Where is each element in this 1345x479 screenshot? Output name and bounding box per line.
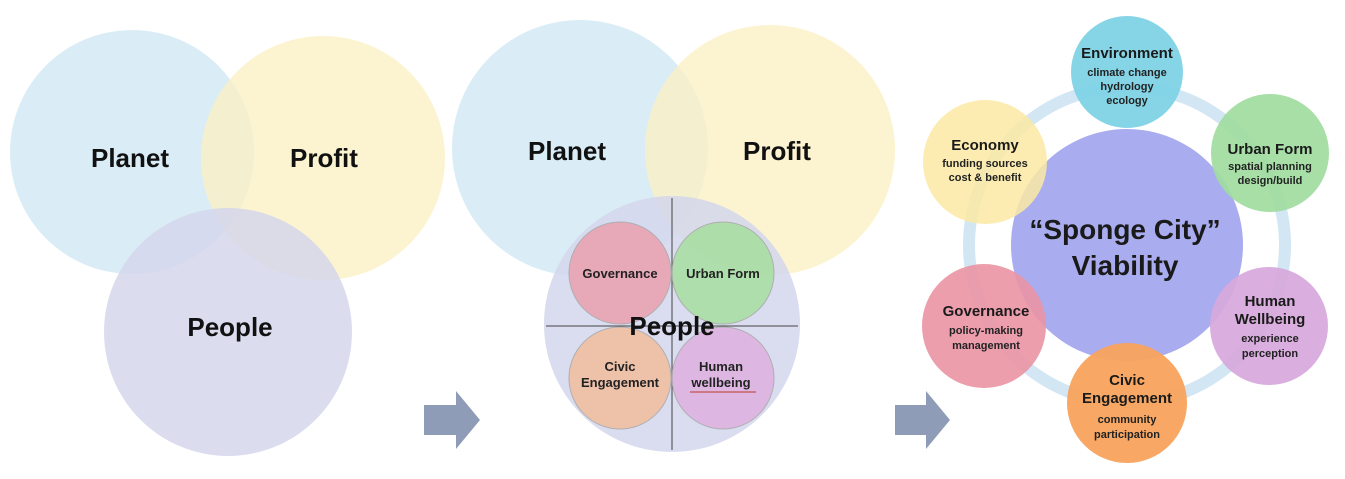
civic-engagement-circle <box>568 326 672 430</box>
human-wellbeing-circle <box>671 326 775 430</box>
environment-circle <box>1071 16 1183 128</box>
urban-form-title: Urban Form <box>1227 141 1312 158</box>
urban-form-line2: design/build <box>1238 175 1303 187</box>
people-label: People <box>629 311 714 341</box>
economy-line2: cost & benefit <box>949 172 1022 184</box>
arrow-right-icon <box>895 391 950 449</box>
profit-label: Profit <box>290 143 358 173</box>
civic-label-line1: Civic <box>604 359 635 374</box>
governance-line2: management <box>952 340 1020 352</box>
civic-title-line2: Engagement <box>1082 390 1172 407</box>
civic-title-line1: Civic <box>1109 372 1145 389</box>
human-title-line2: Wellbeing <box>1235 311 1306 328</box>
urban-form-circle <box>1211 94 1329 212</box>
human-line1: experience <box>1241 333 1298 345</box>
economy-title: Economy <box>951 137 1019 154</box>
human-line2: perception <box>1242 348 1299 360</box>
panel-triple-bottom-line: Planet Profit People <box>10 30 445 456</box>
governance-circle <box>568 221 672 325</box>
people-label: People <box>187 312 272 342</box>
panel-sponge-city: “Sponge City” Viability Environment clim… <box>922 16 1329 463</box>
civic-line1: community <box>1098 414 1158 426</box>
center-title-line2: Viability <box>1072 250 1179 281</box>
governance-line1: policy-making <box>949 325 1023 337</box>
urban-form-label: Urban Form <box>686 266 760 281</box>
planet-label: Planet <box>528 136 606 166</box>
planet-circle <box>10 30 254 274</box>
governance-label: Governance <box>582 266 657 281</box>
environment-line3: ecology <box>1106 95 1148 107</box>
center-title-line1: “Sponge City” <box>1029 214 1220 245</box>
environment-title: Environment <box>1081 45 1173 62</box>
governance-circle <box>922 264 1046 388</box>
environment-line2: hydrology <box>1100 81 1154 93</box>
civic-label-line2: Engagement <box>581 375 660 390</box>
economy-line1: funding sources <box>942 158 1028 170</box>
urban-form-circle <box>671 221 775 325</box>
profit-label: Profit <box>743 136 811 166</box>
urban-form-line1: spatial planning <box>1228 161 1312 173</box>
panel-people-expanded: Planet Profit Governance Urban Form Civi… <box>452 20 895 452</box>
center-circle <box>1011 129 1243 361</box>
governance-title: Governance <box>943 303 1030 320</box>
civic-engagement-circle <box>1067 343 1187 463</box>
economy-circle <box>923 100 1047 224</box>
human-title-line1: Human <box>1245 293 1296 310</box>
human-label-line1: Human <box>699 359 743 374</box>
human-wellbeing-circle <box>1210 267 1328 385</box>
arrow-right-icon <box>424 391 480 449</box>
environment-line1: climate change <box>1087 67 1166 79</box>
people-circle <box>104 208 352 456</box>
human-label-line2: wellbeing <box>690 375 750 390</box>
civic-line2: participation <box>1094 429 1160 441</box>
planet-label: Planet <box>91 143 169 173</box>
